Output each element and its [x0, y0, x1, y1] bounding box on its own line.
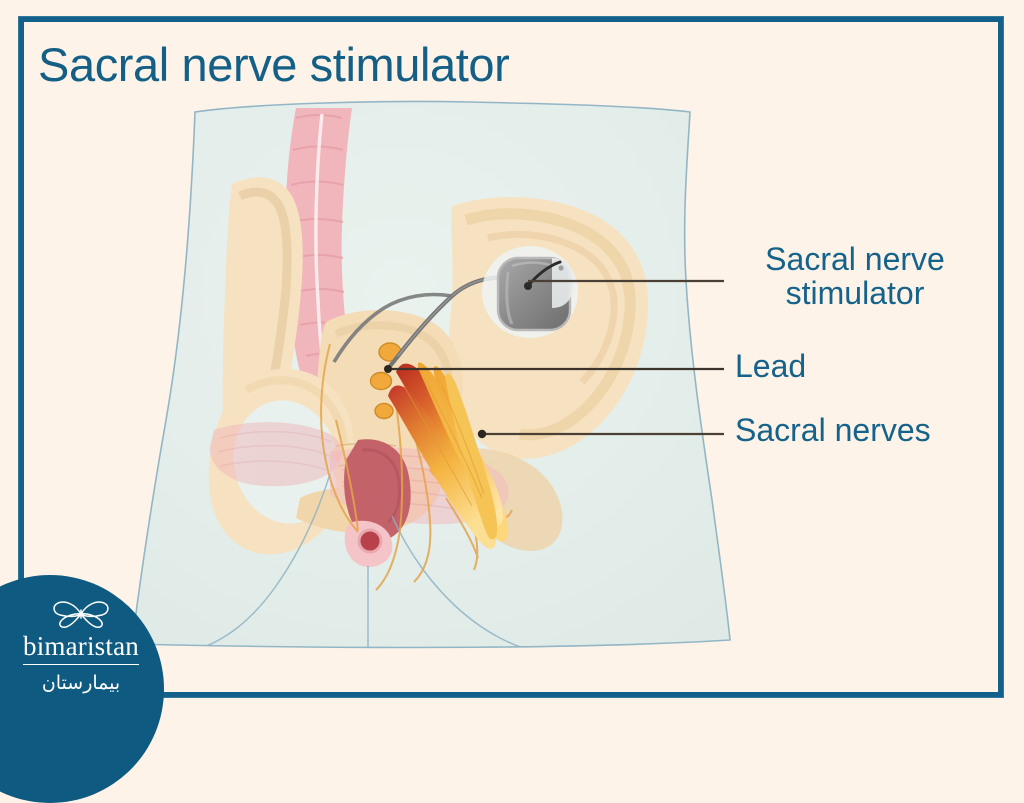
butterfly-icon: [53, 601, 109, 628]
callout-label-lead: Lead: [735, 348, 807, 384]
stimulator-device: [482, 246, 578, 338]
callout-leader-lines: [384, 279, 724, 439]
illustration-canvas: Sacral nerve stimulator Sacral nerve sti…: [0, 16, 1004, 803]
page-title: Sacral nerve stimulator: [38, 38, 510, 91]
sacral-nerves: [388, 362, 509, 549]
bimaristan-logo: bimaristan بيمارستان: [0, 575, 164, 803]
sacral-nerve-stimulator-illustration: [131, 100, 731, 649]
callout-label-sacral-nerves: Sacral nerves: [735, 412, 931, 448]
logo-wordmark-arabic: بيمارستان: [41, 673, 121, 694]
logo-wordmark: bimaristan: [23, 633, 139, 665]
leader-line-lead: [384, 365, 724, 373]
rectum: [344, 439, 411, 568]
callout-label-stimulator: Sacral nerve stimulator: [765, 241, 945, 311]
leader-line-sacral-nerves: [477, 429, 724, 439]
